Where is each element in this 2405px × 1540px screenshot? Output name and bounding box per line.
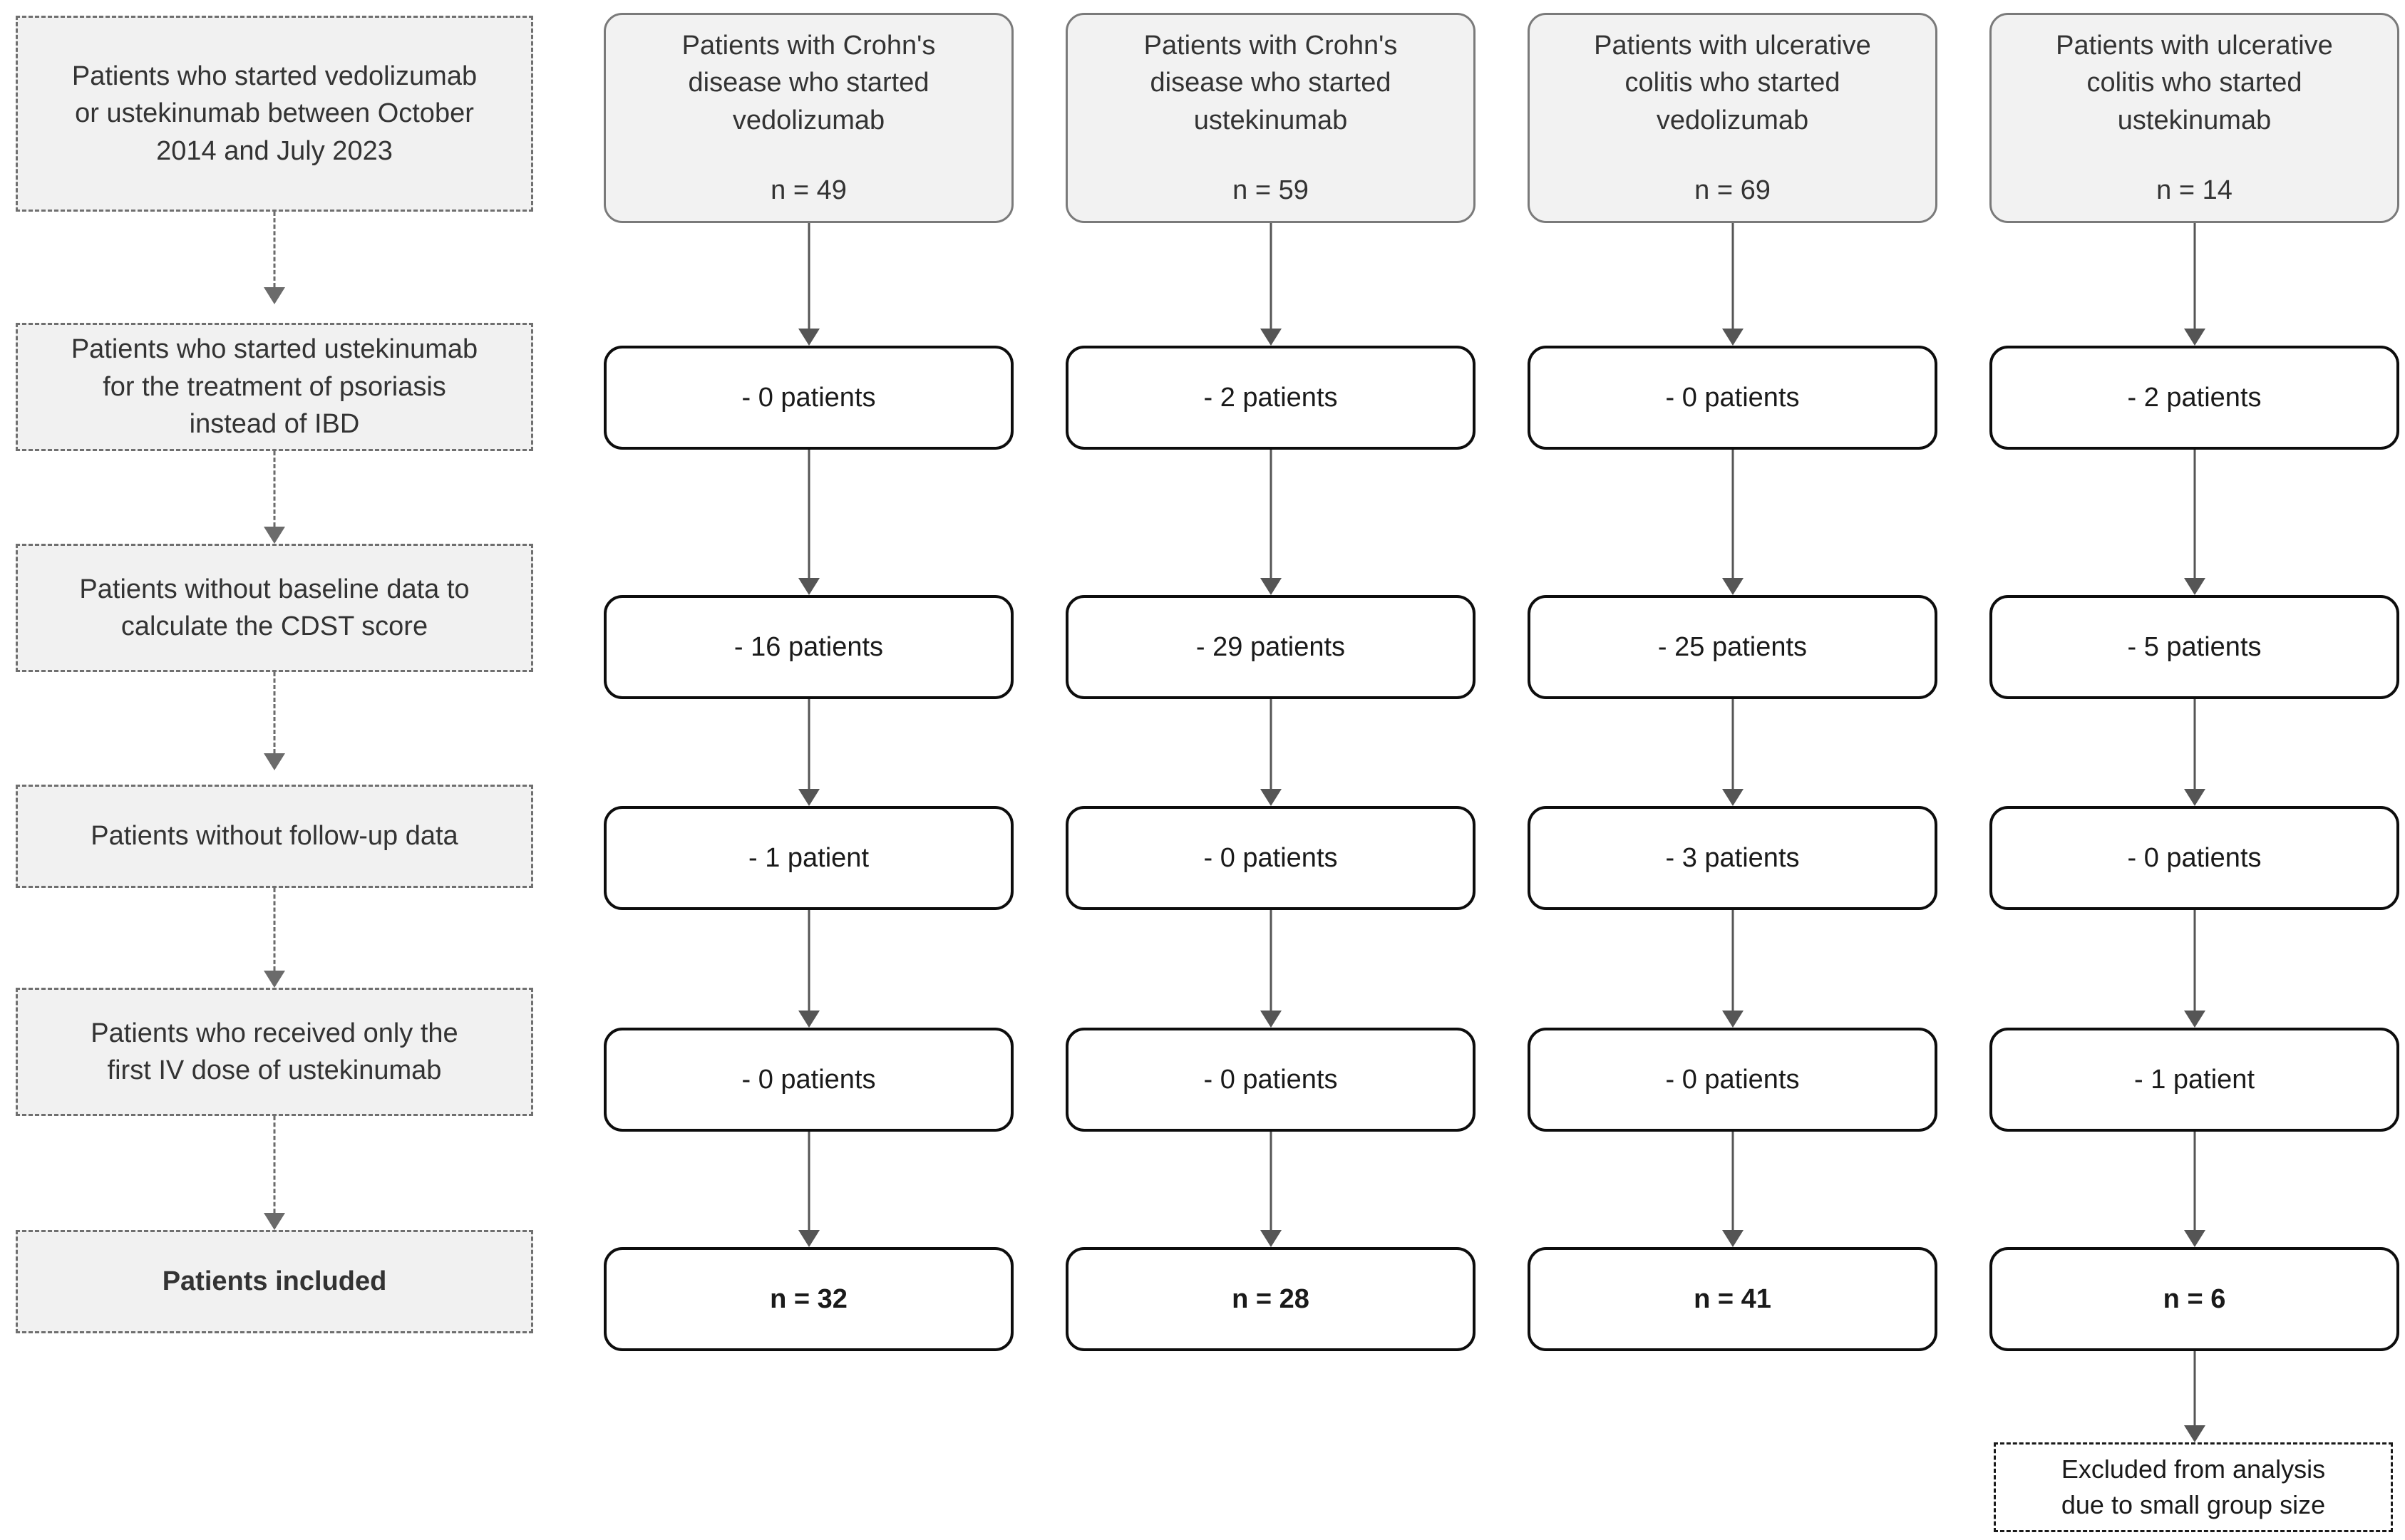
column-3-header-title: Patients with ulcerative colitis who sta… (2056, 30, 2333, 135)
column-2-connector-0 (1722, 223, 1744, 346)
column-2-exclusion-2: - 3 patients (1528, 806, 1937, 910)
column-2-total-label: n = 41 (1694, 1283, 1771, 1314)
left-step-4-label: Patients who received only the first IV … (91, 1018, 458, 1085)
column-3-connector-0 (2184, 223, 2205, 346)
column-3-header-n: n = 14 (2156, 175, 2233, 205)
column-0-header-n: n = 49 (771, 175, 847, 205)
column-2-exclusion-2-label: - 3 patients (1665, 842, 1800, 873)
column-1-exclusion-3-label: - 0 patients (1203, 1064, 1338, 1095)
column-0-connector-4 (798, 1132, 820, 1247)
column-1-connector-4 (1260, 1132, 1282, 1247)
column-0-exclusion-3: - 0 patients (604, 1028, 1014, 1132)
column-0-exclusion-2-label: - 1 patient (748, 842, 869, 873)
column-0-exclusion-0: - 0 patients (604, 346, 1014, 450)
column-1-total-label: n = 28 (1232, 1283, 1309, 1314)
column-2-exclusion-1-label: - 25 patients (1657, 631, 1808, 662)
column-3-exclusion-1: - 5 patients (1989, 595, 2399, 699)
column-2-connector-3 (1722, 910, 1744, 1028)
column-3-exclusion-0-label: - 2 patients (2127, 382, 2262, 413)
column-1-exclusion-2: - 0 patients (1066, 806, 1476, 910)
column-1-header-title: Patients with Crohn's disease who starte… (1143, 30, 1398, 135)
column-3-exclusion-2: - 0 patients (1989, 806, 2399, 910)
column-3-header: Patients with ulcerative colitis who sta… (1989, 13, 2399, 223)
column-3-connector-note (2184, 1351, 2205, 1442)
left-connector-3 (264, 888, 285, 988)
column-0-total: n = 32 (604, 1247, 1014, 1351)
column-3-connector-1 (2184, 450, 2205, 595)
column-0-total-label: n = 32 (770, 1283, 848, 1314)
left-step-3-label: Patients without follow-up data (91, 821, 458, 852)
left-step-4: Patients who received only the first IV … (16, 988, 533, 1116)
column-1-total: n = 28 (1066, 1247, 1476, 1351)
column-3-connector-4 (2184, 1132, 2205, 1247)
left-step-2: Patients without baseline data to calcul… (16, 544, 533, 672)
left-step-2-label: Patients without baseline data to calcul… (79, 574, 470, 641)
column-2-total: n = 41 (1528, 1247, 1937, 1351)
column-0-exclusion-2: - 1 patient (604, 806, 1014, 910)
column-1-connector-1 (1260, 450, 1282, 595)
column-0-exclusion-1-label: - 16 patients (733, 631, 884, 662)
left-connector-1 (264, 451, 285, 544)
column-3-excluded-note-label: Excluded from analysis due to small grou… (2061, 1454, 2326, 1519)
left-step-5-label: Patients included (162, 1266, 387, 1297)
column-2-exclusion-3-label: - 0 patients (1665, 1064, 1800, 1095)
column-3-exclusion-3-label: - 1 patient (2134, 1064, 2255, 1095)
column-1-header: Patients with Crohn's disease who starte… (1066, 13, 1476, 223)
left-step-5: Patients included (16, 1230, 533, 1333)
column-3-exclusion-0: - 2 patients (1989, 346, 2399, 450)
column-3-exclusion-2-label: - 0 patients (2127, 842, 2262, 873)
column-0-connector-0 (798, 223, 820, 346)
column-2-exclusion-0: - 0 patients (1528, 346, 1937, 450)
column-1-exclusion-3: - 0 patients (1066, 1028, 1476, 1132)
column-3-exclusion-3: - 1 patient (1989, 1028, 2399, 1132)
column-2-connector-1 (1722, 450, 1744, 595)
column-1-connector-0 (1260, 223, 1282, 346)
column-2-exclusion-0-label: - 0 patients (1665, 382, 1800, 413)
column-2-header: Patients with ulcerative colitis who sta… (1528, 13, 1937, 223)
column-1-connector-3 (1260, 910, 1282, 1028)
column-3-total: n = 6 (1989, 1247, 2399, 1351)
column-1-exclusion-1-label: - 29 patients (1195, 631, 1346, 662)
column-1-connector-2 (1260, 699, 1282, 806)
column-2-exclusion-3: - 0 patients (1528, 1028, 1937, 1132)
column-3-connector-3 (2184, 910, 2205, 1028)
column-3-total-label: n = 6 (2163, 1283, 2226, 1314)
column-3-excluded-note: Excluded from analysis due to small grou… (1994, 1442, 2393, 1532)
column-0-connector-2 (798, 699, 820, 806)
column-0-connector-3 (798, 910, 820, 1028)
left-step-0-label: Patients who started vedolizumab or uste… (71, 61, 478, 166)
column-2-header-title: Patients with ulcerative colitis who sta… (1594, 30, 1871, 135)
column-2-connector-2 (1722, 699, 1744, 806)
left-connector-0 (264, 212, 285, 304)
column-0-connector-1 (798, 450, 820, 595)
column-0-header-title: Patients with Crohn's disease who starte… (681, 30, 936, 135)
column-0-header: Patients with Crohn's disease who starte… (604, 13, 1014, 223)
column-3-connector-2 (2184, 699, 2205, 806)
column-1-exclusion-2-label: - 0 patients (1203, 842, 1338, 873)
column-0-exclusion-1: - 16 patients (604, 595, 1014, 699)
column-2-header-n: n = 69 (1694, 175, 1771, 205)
column-1-exclusion-0: - 2 patients (1066, 346, 1476, 450)
left-step-1-label: Patients who started ustekinumab for the… (71, 334, 478, 440)
left-step-3: Patients without follow-up data (16, 785, 533, 888)
column-0-exclusion-3-label: - 0 patients (741, 1064, 876, 1095)
column-0-exclusion-0-label: - 0 patients (741, 382, 876, 413)
column-2-exclusion-1: - 25 patients (1528, 595, 1937, 699)
left-connector-4 (264, 1116, 285, 1230)
left-step-0: Patients who started vedolizumab or uste… (16, 16, 533, 212)
column-3-exclusion-1-label: - 5 patients (2127, 631, 2262, 662)
left-step-1: Patients who started ustekinumab for the… (16, 323, 533, 451)
column-1-header-n: n = 59 (1232, 175, 1309, 205)
column-2-connector-4 (1722, 1132, 1744, 1247)
left-connector-2 (264, 672, 285, 770)
column-1-exclusion-1: - 29 patients (1066, 595, 1476, 699)
column-1-exclusion-0-label: - 2 patients (1203, 382, 1338, 413)
